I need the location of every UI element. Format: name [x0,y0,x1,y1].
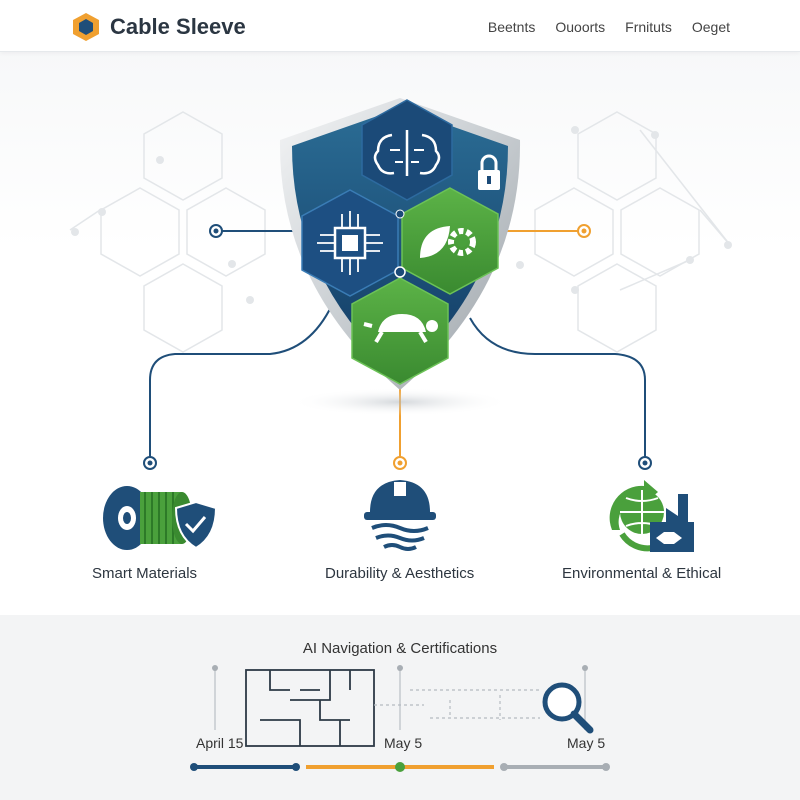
floorplan-icon [245,669,375,747]
top-nav-bar: Cable Sleeve Beetnts Ouoorts Frnituts Oe… [0,0,800,52]
brain-icon [361,99,453,201]
timeline-title: AI Navigation & Certifications [302,640,498,657]
feature-label-durability: Durability & Aesthetics [325,565,475,582]
brand-logo-icon [73,13,99,41]
background-nodes [71,126,732,304]
nav-link-3[interactable]: Frnituts [625,19,672,35]
lock-icon [478,154,500,190]
hard-hat-icon [364,480,436,551]
timeline-date-3: May 5 [567,735,606,751]
nav-menu: Beetnts Ouoorts Frnituts Oeget [488,19,730,35]
shield-shadow [290,388,510,416]
brand-name: Cable Sleeve [110,14,246,39]
globe-factory-handshake-icon [609,480,694,552]
connector-dashed [374,689,540,720]
connector-nodes [143,224,652,470]
nav-link-2[interactable]: Ouoorts [555,19,606,35]
shield [279,98,521,390]
feature-label-smart-materials: Smart Materials [92,565,198,582]
feature-label-environmental: Environmental & Ethical [562,565,722,582]
nav-link-1[interactable]: Beetnts [487,19,536,35]
cable-reel-shield-icon [103,486,218,550]
timeline-date-2: May 5 [384,735,423,751]
timeline-date-1: April 15 [196,735,244,751]
magnifier-icon [542,682,594,734]
progress-track [190,762,610,772]
timeline-graphic [212,665,588,730]
turtle-icon [351,277,449,385]
nav-link-4[interactable]: Oeget [691,19,730,35]
